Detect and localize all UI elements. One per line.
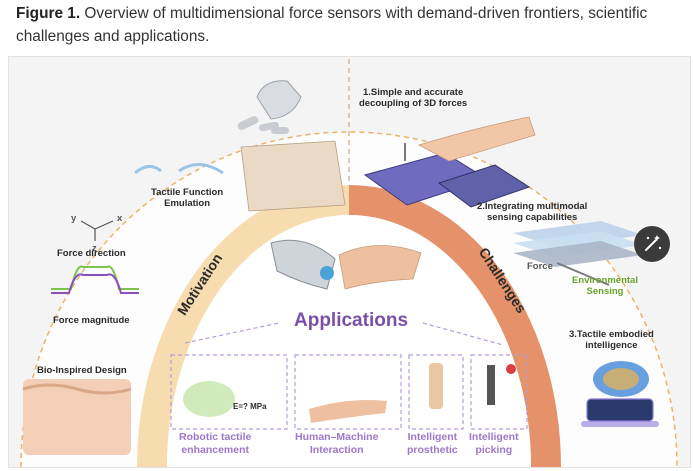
- picking-arm: [487, 365, 495, 405]
- force-axes-icon: [80, 220, 114, 241]
- emulation-arrow-left: [134, 165, 162, 175]
- figure-caption: Figure 1. Overview of multidimensional f…: [16, 2, 684, 48]
- environmental-sensing-label: Environmental Sensing: [572, 275, 638, 297]
- force-curve-purple: [51, 273, 139, 294]
- magic-edit-button[interactable]: [634, 226, 670, 262]
- handshake-illustration: [270, 239, 422, 290]
- forearm-shape: [309, 400, 387, 423]
- figure-illustration: [20, 59, 678, 467]
- skin-cross-section: [23, 379, 131, 455]
- challenge-3-label: 3.Tactile embodied intelligence: [569, 329, 654, 351]
- 3d-force-sensor-illustration: [363, 116, 536, 208]
- axis-y-label: y: [71, 213, 77, 224]
- challenge-2-label: 2.Integrating multimodal sensing capabil…: [477, 201, 588, 223]
- magic-wand-icon: [645, 235, 662, 251]
- modulus-label: E=? MPa: [233, 402, 267, 411]
- app-panel-robotic: [170, 354, 288, 430]
- app-label-hmi: Human–Machine Interaction: [295, 431, 379, 456]
- robot-hand-illustration: [237, 80, 302, 134]
- emulation-arrow-right: [178, 163, 224, 175]
- challenge-1-label: 1.Simple and accurate decoupling of 3D f…: [359, 87, 468, 109]
- app-label-picking: Intelligent picking: [469, 431, 519, 456]
- motivation-arc-band: [137, 185, 349, 467]
- figure-label: Figure 1.: [16, 5, 81, 22]
- figure-panel: Tactile Function Emulation y x z Force d…: [8, 56, 691, 468]
- apple-shape: [506, 364, 516, 374]
- app-label-prosthetic: Intelligent prosthetic: [407, 431, 458, 456]
- multimodal-layers-illustration: [513, 221, 643, 286]
- caption-text: Overview of multidimensional force senso…: [16, 5, 648, 45]
- app-panel-prosthetic: [408, 354, 464, 430]
- bio-inspired-label: Bio-Inspired Design: [37, 365, 127, 376]
- force-direction-label: Force direction: [57, 248, 126, 259]
- soft-sample-blob: [183, 381, 235, 417]
- applications-title: Applications: [294, 310, 409, 331]
- app-label-robotic: Robotic tactile enhancement: [179, 431, 252, 456]
- tactile-emulation-label: Tactile Function Emulation: [151, 187, 224, 209]
- force-magnitude-label: Force magnitude: [53, 315, 130, 326]
- app-panel-hmi: [294, 354, 402, 430]
- axis-z-label: z: [92, 243, 97, 254]
- prosthetic-figure: [429, 363, 443, 409]
- app-panel-picking: [470, 354, 528, 430]
- force-label: Force: [527, 261, 553, 272]
- challenges-arc-band: [349, 185, 561, 467]
- brain-chip-illustration: [581, 361, 659, 427]
- tactile-skin-patch: [240, 140, 346, 212]
- axis-x-label: x: [117, 213, 123, 224]
